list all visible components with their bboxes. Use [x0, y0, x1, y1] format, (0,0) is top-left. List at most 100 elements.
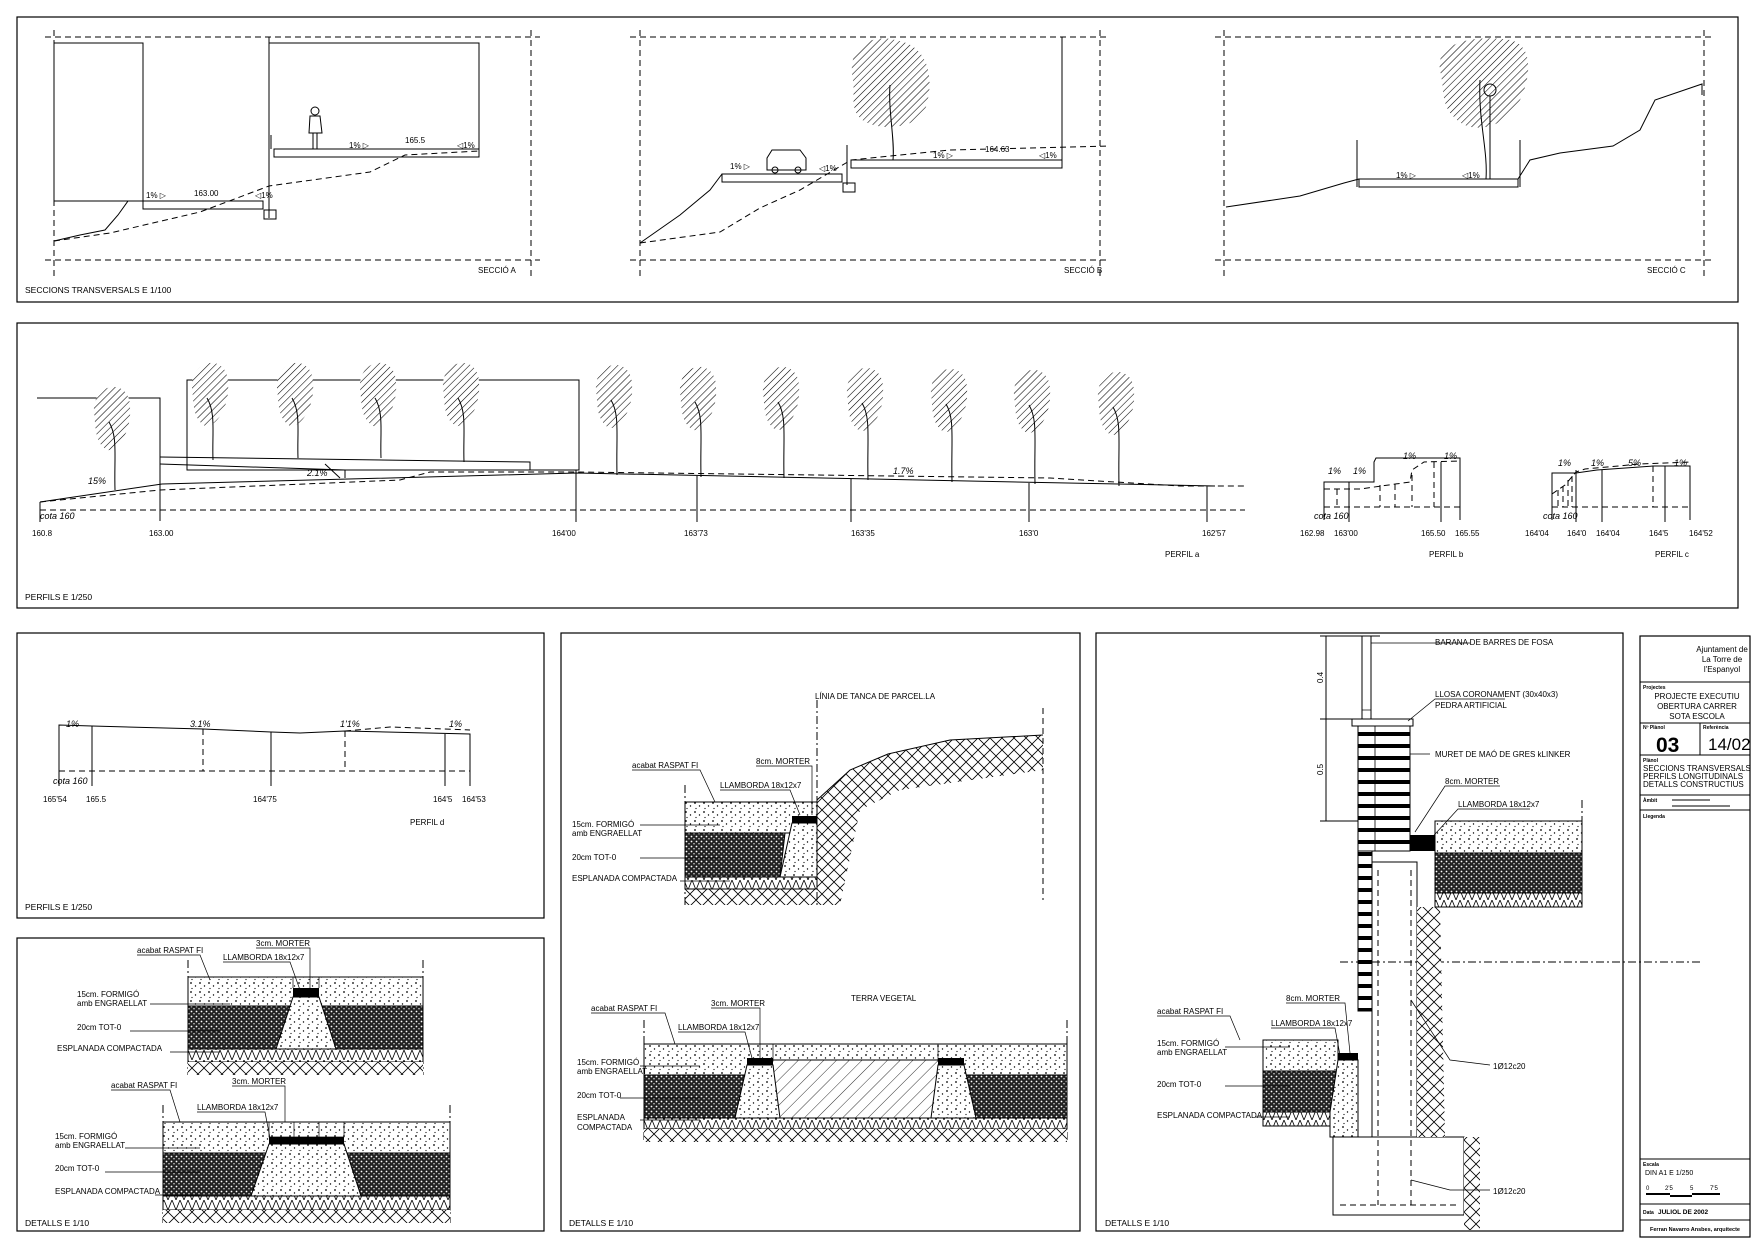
station-label: 163'00: [1334, 529, 1358, 538]
details-mid-panel-title: DETALLS E 1/10: [569, 1218, 633, 1228]
scale-bar: 0 2'5 5 7'5: [1646, 1186, 1720, 1197]
level-label: 163.00: [194, 189, 219, 198]
mortar-label: 3cm. MORTER: [256, 939, 310, 948]
slope-label: ◁1%: [255, 191, 273, 200]
date-value: JULIOL DE 2002: [1658, 1209, 1708, 1216]
profile-c: 1% 1% 5% 1% cota 160 164'04 164'0 164'04…: [1525, 458, 1713, 559]
details-right-panel-title: DETALLS E 1/10: [1105, 1218, 1169, 1228]
datum-label: cota 160: [1314, 511, 1349, 521]
station-label: 164'04: [1596, 529, 1620, 538]
concrete-label: amb ENGRAELLAT: [577, 1067, 647, 1076]
paver-label: LLAMBORDA 18x12x7: [678, 1023, 760, 1032]
subgrade-label: ESPLANADA COMPACTADA: [55, 1187, 161, 1196]
station-label: 164'5: [1649, 529, 1669, 538]
profile-label: PERFIL a: [1165, 550, 1200, 559]
finish-label: acabat RASPAT FI: [632, 761, 698, 770]
reference-field-label: Referència: [1703, 725, 1729, 731]
sections-panel: SECCIONS TRANSVERSALS E 1/100 1% ▷ 163.0…: [16, 16, 1739, 303]
tree-trunk: [945, 403, 953, 483]
edge-detail: LÍNIA DE TANCA DE PARCEL.LA acabat RASPA…: [572, 692, 1044, 905]
tree-canopy: [359, 362, 397, 427]
retaining-edge-detail: acabat RASPAT FI 8cm. MORTER LLAMBORDA 1…: [1157, 994, 1526, 1196]
datum-label: cota 160: [40, 511, 75, 521]
slope-label: 1%: [1328, 466, 1341, 476]
tree-trunk: [610, 399, 618, 476]
tree-canopy: [276, 362, 314, 427]
scale-tick: 5: [1690, 1186, 1694, 1192]
mortar-label: 3cm. MORTER: [711, 999, 765, 1008]
profile-b: 1% 1% 1% 1% cota 160 162.98 163'00 165.5…: [1300, 451, 1480, 559]
tree-canopy: [762, 366, 800, 431]
slope-label: ◁1%: [457, 141, 475, 150]
station-label: 162.98: [1300, 529, 1325, 538]
sheet-no-field-label: Nº Plànol: [1643, 725, 1665, 731]
tree-canopy: [846, 367, 884, 432]
concrete-label: 15cm. FORMIGÓ: [55, 1132, 117, 1141]
scale-tick: 2'5: [1665, 1186, 1673, 1192]
details-right-panel: 0.4 0.5 BARANA DE BARRES DE FOSA LLOSA C…: [1095, 632, 1700, 1232]
concrete-label: 15cm. FORMIGÓ: [77, 990, 139, 999]
slope-label: 1%: [1558, 458, 1571, 468]
tree-canopy: [930, 368, 968, 433]
client-name: La Torre de: [1702, 655, 1743, 664]
tree-trunk: [777, 401, 785, 479]
slope-label: 1% ▷: [1396, 171, 1417, 180]
coping-label: LLOSA CORONAMENT (30x40x3): [1435, 690, 1558, 699]
base-label: 20cm TOT-0: [1157, 1080, 1202, 1089]
mortar-label: 8cm. MORTER: [756, 757, 810, 766]
tree-trunk: [291, 397, 299, 459]
scale-field-label: Escala: [1643, 1162, 1659, 1168]
reference-number: 14/02: [1708, 735, 1751, 754]
scope-field-label: Àmbit: [1643, 797, 1658, 804]
section-b: 1% ▷ ◁1% 1% ▷ 164.63 ◁1% SECCIÓ B: [630, 30, 1111, 280]
station-label: 164'5: [433, 795, 453, 804]
date-field-label: Data: [1643, 1210, 1654, 1216]
client-name: l'Espanyol: [1704, 665, 1740, 674]
tree-trunk: [374, 397, 382, 459]
station-label: 163'35: [851, 529, 875, 538]
slope-label: 1% ▷: [349, 141, 370, 150]
station-label: 164'52: [1689, 529, 1713, 538]
slope-label: 1%: [1674, 458, 1687, 468]
station-label: 165.55: [1455, 529, 1480, 538]
profile-d-panel: 1% 3.1% 1'1% 1% cota 160 165'54 165.5 16…: [16, 632, 545, 919]
tree-canopy: [93, 386, 131, 451]
paver-label: LLAMBORDA 18x12x7: [1458, 800, 1540, 809]
slope-label: 1%: [1403, 451, 1416, 461]
tree-canopy: [191, 362, 229, 427]
tree-canopy: [679, 366, 717, 431]
rebar-label: 1Ø12c20: [1493, 1062, 1526, 1071]
details-left-panel: acabat RASPAT FI 3cm. MORTER LLAMBORDA 1…: [16, 937, 545, 1232]
slope-label: 1%: [1591, 458, 1604, 468]
details-mid-panel: LÍNIA DE TANCA DE PARCEL.LA acabat RASPA…: [560, 632, 1081, 1232]
coping-label: PEDRA ARTIFICIAL: [1435, 701, 1507, 710]
level-label: 164.63: [985, 145, 1010, 154]
street-lamp-icon: [1483, 83, 1497, 179]
subgrade-label: COMPACTADA: [577, 1123, 633, 1132]
mortar-label: 3cm. MORTER: [232, 1077, 286, 1086]
slope-label: 1% ▷: [933, 151, 954, 160]
tree-canopy: [1013, 369, 1051, 434]
slope-label: 1%: [449, 719, 462, 729]
subgrade-label: ESPLANADA: [577, 1113, 626, 1122]
station-label: 165.5: [86, 795, 107, 804]
title-block: Ajuntament de La Torre de l'Espanyol Pro…: [1639, 635, 1751, 1238]
mortar-label: 8cm. MORTER: [1445, 777, 1499, 786]
concrete-label: amb ENGRAELLAT: [572, 829, 642, 838]
project-field-label: Projectes: [1643, 685, 1666, 691]
finish-label: acabat RASPAT FI: [591, 1004, 657, 1013]
profile-d-panel-title: PERFILS E 1/250: [25, 902, 92, 912]
scale-tick: 7'5: [1710, 1186, 1718, 1192]
tree-canopy: [595, 364, 633, 429]
scale-tick: 0: [1646, 1186, 1650, 1192]
base-label: 20cm TOT-0: [577, 1091, 622, 1100]
tree-trunk: [861, 402, 869, 481]
slope-label: 2.1%: [306, 468, 328, 478]
slope-label: 1%: [66, 719, 79, 729]
station-label: 163'73: [684, 529, 708, 538]
section-label: SECCIÓ B: [1064, 266, 1102, 275]
paver-label: LLAMBORDA 18x12x7: [197, 1103, 279, 1112]
author-name: Ferran Navarro Ansbes, arquitecte: [1650, 1227, 1740, 1233]
fence-line-label: LÍNIA DE TANCA DE PARCEL.LA: [815, 692, 936, 701]
